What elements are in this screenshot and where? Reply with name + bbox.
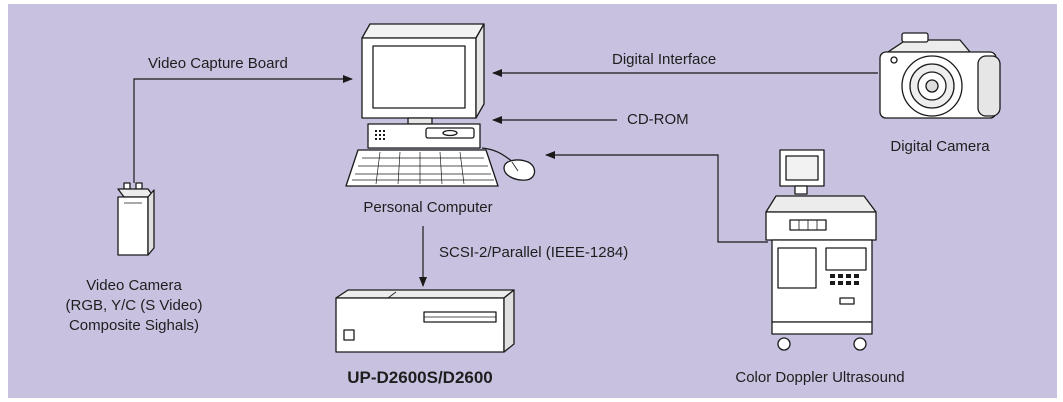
video-camera-label: Video Camera <box>86 277 182 294</box>
scsi-label: SCSI-2/Parallel (IEEE-1284) <box>439 244 629 261</box>
digital-interface-label: Digital Interface <box>612 51 717 68</box>
ultrasound-machine-icon <box>765 149 877 351</box>
printer-model-label: UP-D2600S/D2600 <box>347 368 493 387</box>
cd-rom-label: CD-ROM <box>627 111 689 128</box>
video-camera-signal-text: (RGB, Y/C (S Video) <box>65 297 203 314</box>
video-camera-icon <box>117 182 155 256</box>
video-camera-signal-text-2: Composite Sighals) <box>68 317 200 334</box>
desktop-computer-icon <box>345 23 536 187</box>
digital-camera-label: Digital Camera <box>890 138 990 155</box>
personal-computer-label: Personal Computer <box>363 199 493 216</box>
ultrasound-label: Color Doppler Ultrasound <box>735 369 905 386</box>
video-capture-connector <box>133 75 353 183</box>
printer-icon <box>335 289 515 353</box>
video-capture-board-label: Video Capture Board <box>148 55 288 72</box>
digital-camera-icon <box>879 32 1001 119</box>
ultrasound-connector <box>545 151 768 243</box>
